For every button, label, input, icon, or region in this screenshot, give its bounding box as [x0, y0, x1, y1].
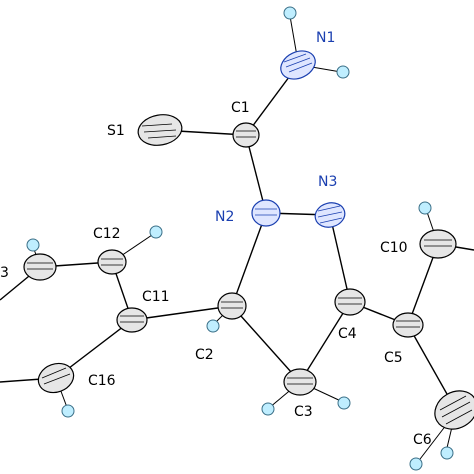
label-c1: C1	[231, 100, 250, 116]
atom-labels: N1 C1 S1 N3 N2 C12 C10 3 C11 C4 C2 C5 C1…	[0, 30, 432, 448]
label-c6: C6	[413, 432, 432, 448]
atom-s1	[137, 114, 183, 146]
hydrogen-atom	[261, 402, 275, 416]
atom-c5	[392, 312, 424, 338]
label-c4: C4	[338, 326, 357, 342]
atom-c4	[334, 288, 366, 316]
atom-n2	[251, 199, 281, 227]
label-n1: N1	[316, 30, 335, 46]
label-c3: C3	[294, 404, 313, 420]
label-c16: C16	[88, 373, 116, 389]
hydrogen-atom	[206, 319, 220, 333]
label-c12: C12	[93, 226, 121, 242]
label-c13-partial: 3	[0, 265, 9, 281]
hydrogen-atom	[149, 225, 163, 239]
hydrogen-atom	[283, 6, 297, 20]
atom-c1	[232, 122, 260, 148]
hydrogen-atom	[61, 404, 75, 418]
hydrogen-atom	[337, 396, 351, 410]
label-c5: C5	[384, 350, 403, 366]
atom-c3	[283, 368, 317, 396]
hydrogen-atom	[440, 446, 454, 460]
bond-c2-c11	[131, 305, 233, 321]
hydrogen-atom	[26, 238, 40, 252]
label-n2: N2	[215, 209, 234, 225]
atom-n3	[314, 202, 346, 228]
atom-c12	[97, 249, 127, 275]
hydrogen-atoms	[26, 6, 454, 471]
label-c10: C10	[380, 240, 408, 256]
atom-c2	[217, 292, 247, 320]
bond-n2-c2	[231, 212, 267, 307]
hydrogen-atom	[409, 457, 423, 471]
label-s1: S1	[107, 123, 125, 139]
atom-c13	[23, 253, 57, 281]
bond-n3-c4	[329, 214, 351, 303]
atom-c16	[37, 362, 75, 394]
heavy-bonds	[0, 64, 474, 411]
label-c11: C11	[142, 289, 170, 305]
bond-c2-c3	[231, 305, 301, 383]
hydrogen-atom	[336, 65, 350, 79]
atom-c11	[116, 307, 148, 333]
bond-c3-c4	[299, 301, 351, 383]
hydrogen-atom	[418, 201, 432, 215]
atom-c6	[434, 390, 474, 430]
label-c2: C2	[195, 347, 214, 363]
atom-n1	[280, 50, 316, 80]
label-n3: N3	[318, 174, 337, 190]
atom-c10	[419, 229, 457, 259]
